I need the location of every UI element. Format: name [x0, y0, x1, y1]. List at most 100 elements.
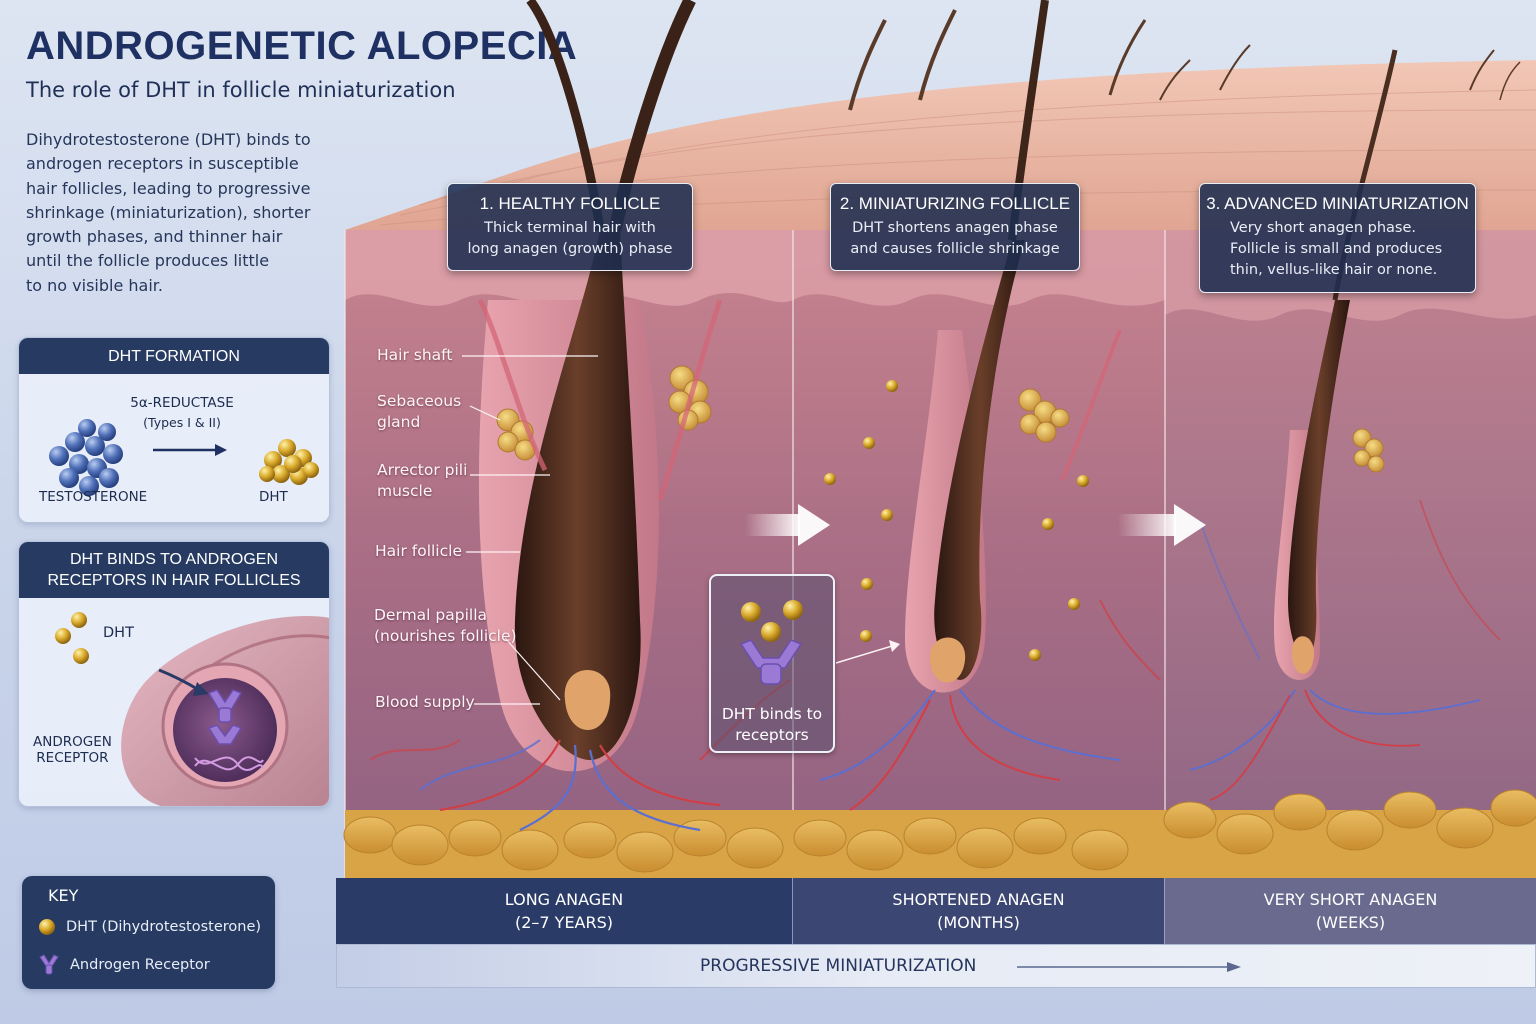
dht-binding-inset-label: DHT binds to receptors	[711, 704, 833, 746]
progression-arrow-icon	[1017, 962, 1241, 972]
hair-shaft	[934, 240, 1025, 680]
dht-particle-icon	[71, 612, 87, 628]
phase-duration: (MONTHS)	[937, 913, 1020, 932]
phase-label-long-anagen: LONG ANAGEN (2–7 YEARS)	[336, 878, 793, 944]
intro-paragraph: Dihydrotestosterone (DHT) binds to andro…	[26, 128, 336, 298]
hair-shaft-label: Hair shaft	[377, 346, 453, 364]
dht-particle-icon	[39, 919, 55, 935]
blood-supply-label: Blood supply	[375, 693, 475, 711]
dht-formation-card: DHT FORMATION	[18, 337, 330, 523]
dermal-papilla-label: Dermal papilla (nourishes follicle)	[374, 605, 517, 647]
arrow-right-icon	[153, 444, 227, 456]
dht-inset-label-line: DHT binds to	[721, 705, 823, 723]
androgen-receptor-label: ANDROGEN RECEPTOR	[33, 734, 112, 766]
dht-product-label: DHT	[259, 489, 288, 505]
dht-formation-illustration	[49, 419, 319, 496]
stage-title: 1. HEALTHY FOLLICLE	[479, 194, 661, 213]
arrector-label-line: Arrector pili	[377, 461, 468, 479]
papilla-label-line: (nourishes follicle)	[374, 627, 517, 645]
dermal-papilla	[1291, 636, 1315, 674]
dht-binding-card: DHT BINDS TO ANDROGEN RECEPTORS IN HAIR …	[18, 541, 330, 807]
intro-line: androgen receptors in susceptible	[26, 154, 299, 174]
arrector-pili-muscle	[657, 299, 723, 501]
key-title: KEY	[48, 886, 79, 905]
intro-line: hair follicles, leading to progressive	[26, 178, 311, 198]
dht-particle-icon	[73, 648, 89, 664]
dht-particle-label: DHT	[103, 625, 134, 641]
stage-callout-advanced: 3. ADVANCED MINIATURIZATION Very short a…	[1199, 183, 1476, 293]
dht-receptor-icon	[739, 600, 803, 685]
intro-line: Dihydrotestosterone (DHT) binds to	[26, 130, 311, 149]
progression-arrow-icon	[745, 504, 830, 546]
advanced-follicle	[1189, 49, 1501, 801]
follicle-cell-illustration	[55, 612, 329, 806]
background-hairs	[848, 9, 1521, 111]
hair-follicle-label: Hair follicle	[375, 542, 462, 560]
page-title: ANDROGENETIC ALOPECIA	[26, 24, 578, 68]
dht-binding-title-line: RECEPTORS IN HAIR FOLLICLES	[47, 572, 301, 589]
enzyme-label: 5α-REDUCTASE	[130, 395, 234, 411]
sebaceous-gland	[1018, 388, 1070, 443]
intro-line: growth phases, and thinner hair	[26, 227, 283, 247]
stage-description-line: long anagen (growth) phase	[467, 241, 673, 257]
arrector-pili-label: Arrector pili muscle	[377, 460, 467, 502]
phase-name: SHORTENED ANAGEN	[892, 890, 1065, 909]
dht-particles	[824, 380, 1089, 661]
stage-description: DHT shortens anagen phase and causes fol…	[831, 218, 1079, 260]
page-subtitle: The role of DHT in follicle miniaturizat…	[26, 78, 456, 102]
blood-vessels	[1189, 499, 1501, 801]
progression-label: PROGRESSIVE MINIATURIZATION	[700, 956, 977, 976]
intro-line: shrinkage (miniaturization), shorter	[26, 202, 311, 222]
sebaceous-gland-label: Sebaceous gland	[377, 391, 461, 433]
blood-vessels	[819, 599, 1161, 811]
papilla-label-line: Dermal papilla	[374, 606, 487, 624]
key-item-receptor: Androgen Receptor	[38, 954, 210, 976]
dht-inset-label-line: receptors	[735, 726, 809, 744]
progression-bar: PROGRESSIVE MINIATURIZATION	[336, 944, 1536, 988]
key-item-label: Androgen Receptor	[70, 957, 210, 973]
legend-key: KEY DHT (Dihydrotestosterone) Androgen R…	[22, 876, 275, 989]
stage-description-line: and causes follicle shrinkage	[850, 241, 1060, 257]
blood-vessels	[369, 679, 791, 832]
dermal-papilla	[929, 637, 966, 683]
sebaceous-label-line: Sebaceous	[377, 392, 462, 410]
sebaceous-gland	[1352, 428, 1385, 473]
key-item-label: DHT (Dihydrotestosterone)	[66, 919, 262, 935]
arrector-pili-muscle	[477, 298, 548, 472]
stage-description-line: thin, vellus-like hair or none.	[1230, 262, 1438, 278]
stage-description-line: Thick terminal hair with	[484, 220, 656, 236]
dht-formation-title: DHT FORMATION	[19, 338, 329, 374]
androgen-receptor-icon	[39, 954, 59, 975]
dht-binding-title: DHT BINDS TO ANDROGEN RECEPTORS IN HAIR …	[19, 542, 329, 598]
phase-name: LONG ANAGEN	[504, 890, 624, 909]
dht-binding-inset: DHT binds to receptors	[709, 574, 835, 753]
follicle-stages-illustration	[343, 0, 1536, 880]
phase-name: VERY SHORT ANAGEN	[1263, 890, 1438, 909]
stage-description: Thick terminal hair with long anagen (gr…	[448, 218, 692, 260]
phase-duration: (2–7 YEARS)	[514, 913, 614, 932]
dht-particle-icon	[55, 628, 71, 644]
sebaceous-label-line: gland	[377, 413, 421, 431]
testosterone-molecule-icon	[49, 419, 123, 496]
dna-icon	[194, 756, 264, 771]
stage-description-line: Follicle is small and produces	[1230, 241, 1443, 257]
androgen-receptor-icon	[207, 689, 243, 745]
dermis-panel-advanced	[1165, 230, 1536, 880]
dermal-papilla	[564, 670, 611, 730]
stage-description: Very short anagen phase. Follicle is sma…	[1200, 218, 1475, 281]
phase-label-very-short-anagen: VERY SHORT ANAGEN (WEEKS)	[1165, 878, 1536, 944]
receptor-label-line: RECEPTOR	[36, 750, 109, 766]
phase-label-shortened-anagen: SHORTENED ANAGEN (MONTHS)	[793, 878, 1165, 944]
pointer-arrow-icon	[835, 640, 900, 664]
arrector-pili-muscle	[1060, 329, 1122, 481]
receptor-label-line: ANDROGEN	[33, 734, 112, 750]
fat-layer	[343, 789, 1536, 880]
cell-nucleus-icon	[173, 678, 277, 782]
dht-molecule-icon	[259, 439, 319, 485]
arrector-label-line: muscle	[377, 482, 433, 500]
hair-shaft	[514, 230, 641, 760]
intro-line: to no visible hair.	[26, 275, 163, 295]
enzyme-types-label: (Types I & II)	[143, 415, 221, 430]
binding-arrow-icon	[158, 668, 209, 696]
dht-binding-title-line: DHT BINDS TO ANDROGEN	[69, 551, 279, 568]
